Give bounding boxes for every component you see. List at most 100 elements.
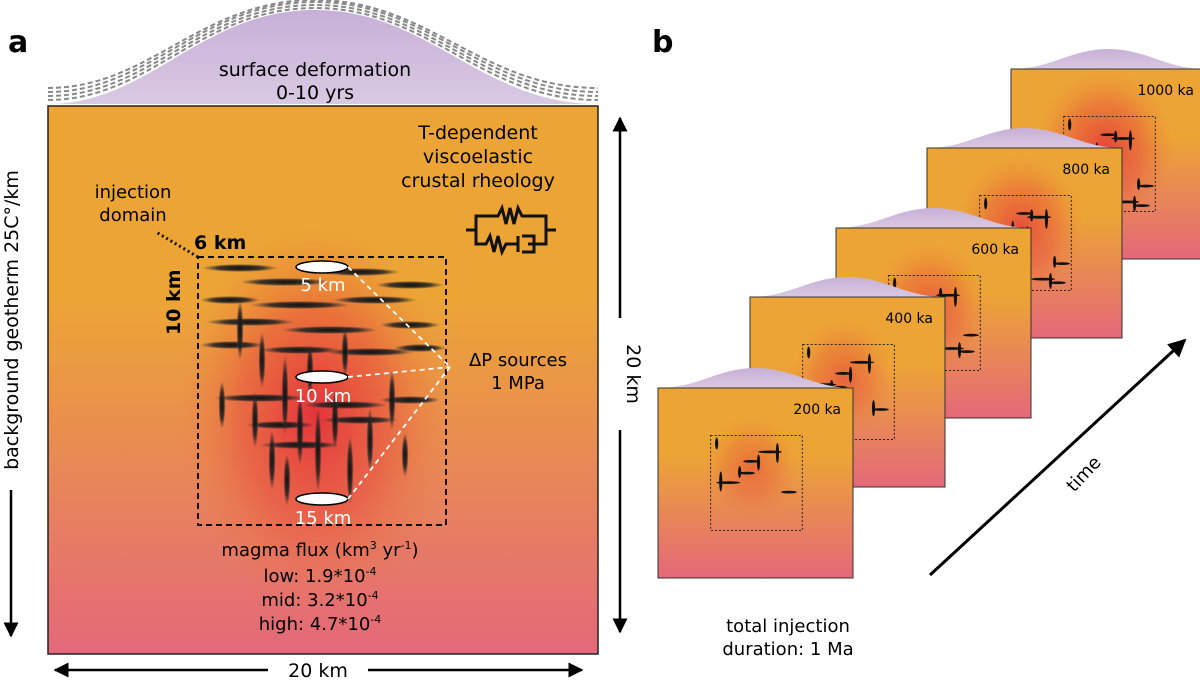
snapshot-sill: [872, 408, 889, 411]
sill: [200, 296, 260, 304]
dike: [388, 370, 396, 430]
snapshot-dike: [1132, 195, 1137, 212]
snapshot-stack: 1000 ka 800 ka 600 ka 400 ka 200 ka: [657, 49, 1200, 579]
sill: [240, 278, 330, 286]
snapshot-sill: [835, 372, 852, 375]
snapshot-dike: [848, 366, 853, 383]
snapshot-dike: [719, 471, 723, 492]
snapshot-sill: [780, 490, 797, 494]
snapshot-sill: [1016, 212, 1033, 215]
snapshot-sill: [940, 347, 965, 350]
deformation-curve: [47, 0, 599, 93]
rheology-line1: T-dependent: [417, 122, 538, 144]
snapshot-sill: [963, 333, 980, 337]
surface-deformation-title: surface deformation: [219, 59, 411, 81]
snapshot-dike: [775, 443, 780, 464]
sill: [200, 341, 264, 349]
source-leaders: [347, 266, 451, 500]
snapshot-dike: [1048, 272, 1053, 289]
snapshot-dike: [1030, 209, 1034, 222]
source-depth-label: 5 km: [300, 275, 345, 296]
panel-a: a surface deformation 0-10 yrs injection…: [1, 0, 644, 682]
snapshot-dike: [953, 286, 958, 307]
magma-flux-title: magma flux (km3 yr-1): [221, 539, 418, 561]
snapshot-dike: [756, 454, 761, 471]
duration-caption-line2: duration: 1 Ma: [722, 639, 853, 660]
dp-sources-label: ΔP sources: [469, 350, 567, 371]
sill: [282, 326, 378, 334]
snapshot-deformation: [750, 277, 945, 297]
snapshot-dike: [893, 277, 897, 290]
snapshot-time-label: 600 ka: [971, 242, 1019, 258]
dike: [281, 355, 289, 435]
panel-b-letter: b: [652, 25, 673, 60]
snapshot-dike: [1068, 118, 1072, 131]
snapshot-dike: [1114, 130, 1118, 143]
snapshot-time-label: 1000 ka: [1137, 83, 1194, 99]
snapshot-dike: [807, 346, 811, 359]
snapshot-dike: [715, 437, 719, 450]
sill: [260, 346, 340, 354]
snapshot-deformation: [658, 368, 853, 388]
snapshot-deformation: [836, 208, 1031, 228]
duration-caption-line1: total injection: [726, 616, 850, 637]
snapshot-deformation: [1011, 49, 1200, 69]
snapshot-sill: [1100, 133, 1117, 137]
injection-label-line1: injection: [95, 182, 172, 203]
snapshot-dike: [1053, 255, 1057, 268]
pressure-sources: [295, 260, 349, 506]
snapshot-injection-box: [710, 435, 803, 531]
rheology-line2: viscoelastic: [423, 146, 533, 168]
sill: [376, 281, 444, 289]
snapshot-sill: [1049, 281, 1066, 285]
dike: [218, 381, 226, 429]
sill: [333, 296, 417, 304]
snapshot-dike: [738, 466, 742, 479]
snapshot-sill: [1133, 204, 1150, 208]
snapshot-sill: [850, 360, 875, 364]
deformation-curve: [47, 3, 599, 97]
snapshot-panel: 200 ka: [657, 368, 854, 579]
injection-label-line2: domain: [99, 205, 166, 226]
sill: [206, 318, 294, 326]
rheology-circuit-icon: [466, 203, 556, 257]
snapshot-dike: [867, 353, 872, 374]
dike: [341, 328, 349, 376]
surface-deformation-curves: [47, 0, 599, 104]
snapshot-time-label: 800 ka: [1062, 162, 1110, 178]
deformation-curve: [47, 6, 599, 101]
deformation-curve: [47, 0, 599, 89]
dike: [346, 436, 354, 504]
rheology-line3: crustal rheology: [401, 170, 555, 192]
pressure-source: [295, 260, 349, 274]
snapshot-sill: [1054, 262, 1071, 266]
magma-flux-high: high: 4.7*10-4: [259, 613, 382, 635]
dike: [283, 454, 291, 506]
dike: [331, 390, 339, 450]
sill: [394, 344, 446, 352]
snapshot-time-label: 400 ka: [885, 311, 933, 327]
sill: [322, 416, 398, 424]
magma-flux-low: low: 1.9*10-4: [263, 565, 376, 587]
panel-a-letter: a: [8, 25, 28, 60]
snapshot-sill: [1138, 184, 1155, 188]
sill: [380, 321, 440, 329]
snapshot-deformation: [927, 128, 1122, 148]
width-dimension-label: 20 km: [288, 660, 348, 682]
dp-value-label: 1 MPa: [491, 373, 545, 394]
snapshot-sill: [958, 350, 975, 354]
height-dimension-label: 20 km: [622, 344, 644, 404]
snapshot-sill: [743, 459, 760, 463]
sill: [214, 394, 306, 402]
snapshot-sill: [1031, 277, 1056, 281]
dike: [236, 300, 244, 360]
surface-deformation-period: 0-10 yrs: [276, 82, 354, 104]
domain-height-label: 10 km: [163, 270, 185, 336]
snapshot-dike: [871, 400, 876, 417]
time-arrow: [928, 338, 1187, 577]
snapshot-sill: [739, 471, 756, 475]
snapshot-dike: [984, 197, 988, 210]
snapshot-dike: [1128, 130, 1133, 151]
